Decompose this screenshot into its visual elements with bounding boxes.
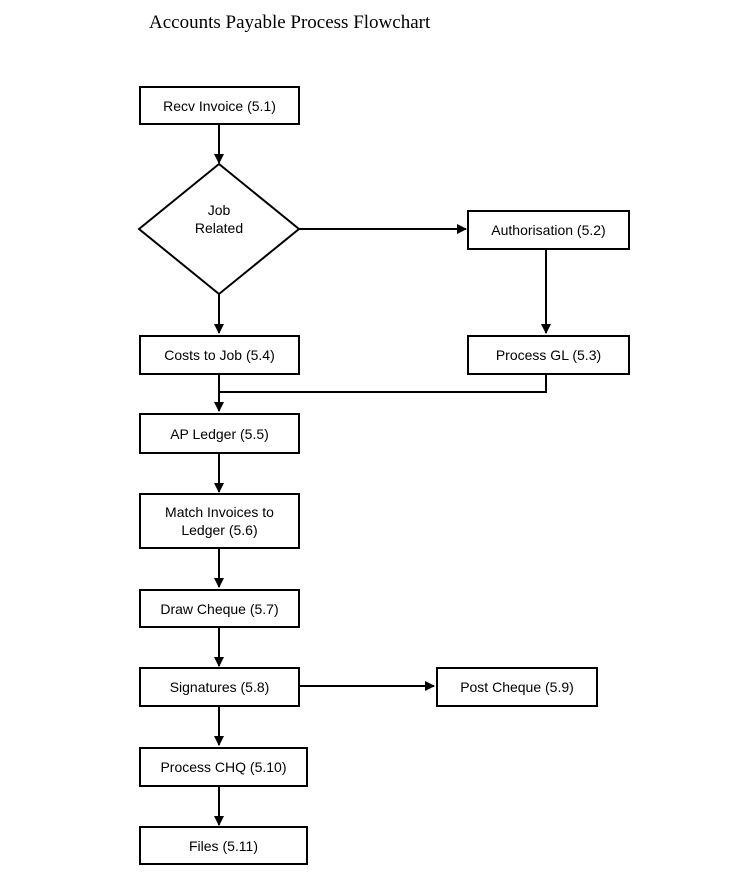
node-draw-cheque: Draw Cheque (5.7) [139,589,300,628]
node-process-chq: Process CHQ (5.10) [139,747,308,787]
node-files: Files (5.11) [139,826,308,865]
decision-job-related-label: Job Related [194,202,244,236]
node-costs-to-job: Costs to Job (5.4) [139,335,300,375]
node-recv-invoice: Recv Invoice (5.1) [139,86,300,125]
node-signatures: Signatures (5.8) [139,667,300,707]
node-authorisation: Authorisation (5.2) [467,210,630,250]
edge-gl-to-ledger [219,374,547,393]
page-title: Accounts Payable Process Flowchart [149,12,431,33]
node-post-cheque: Post Cheque (5.9) [436,667,598,707]
node-match-invoices: Match Invoices to Ledger (5.6) [139,493,300,549]
node-ap-ledger: AP Ledger (5.5) [139,413,300,454]
node-process-gl: Process GL (5.3) [467,335,630,375]
decision-diamond-shape [137,162,301,296]
